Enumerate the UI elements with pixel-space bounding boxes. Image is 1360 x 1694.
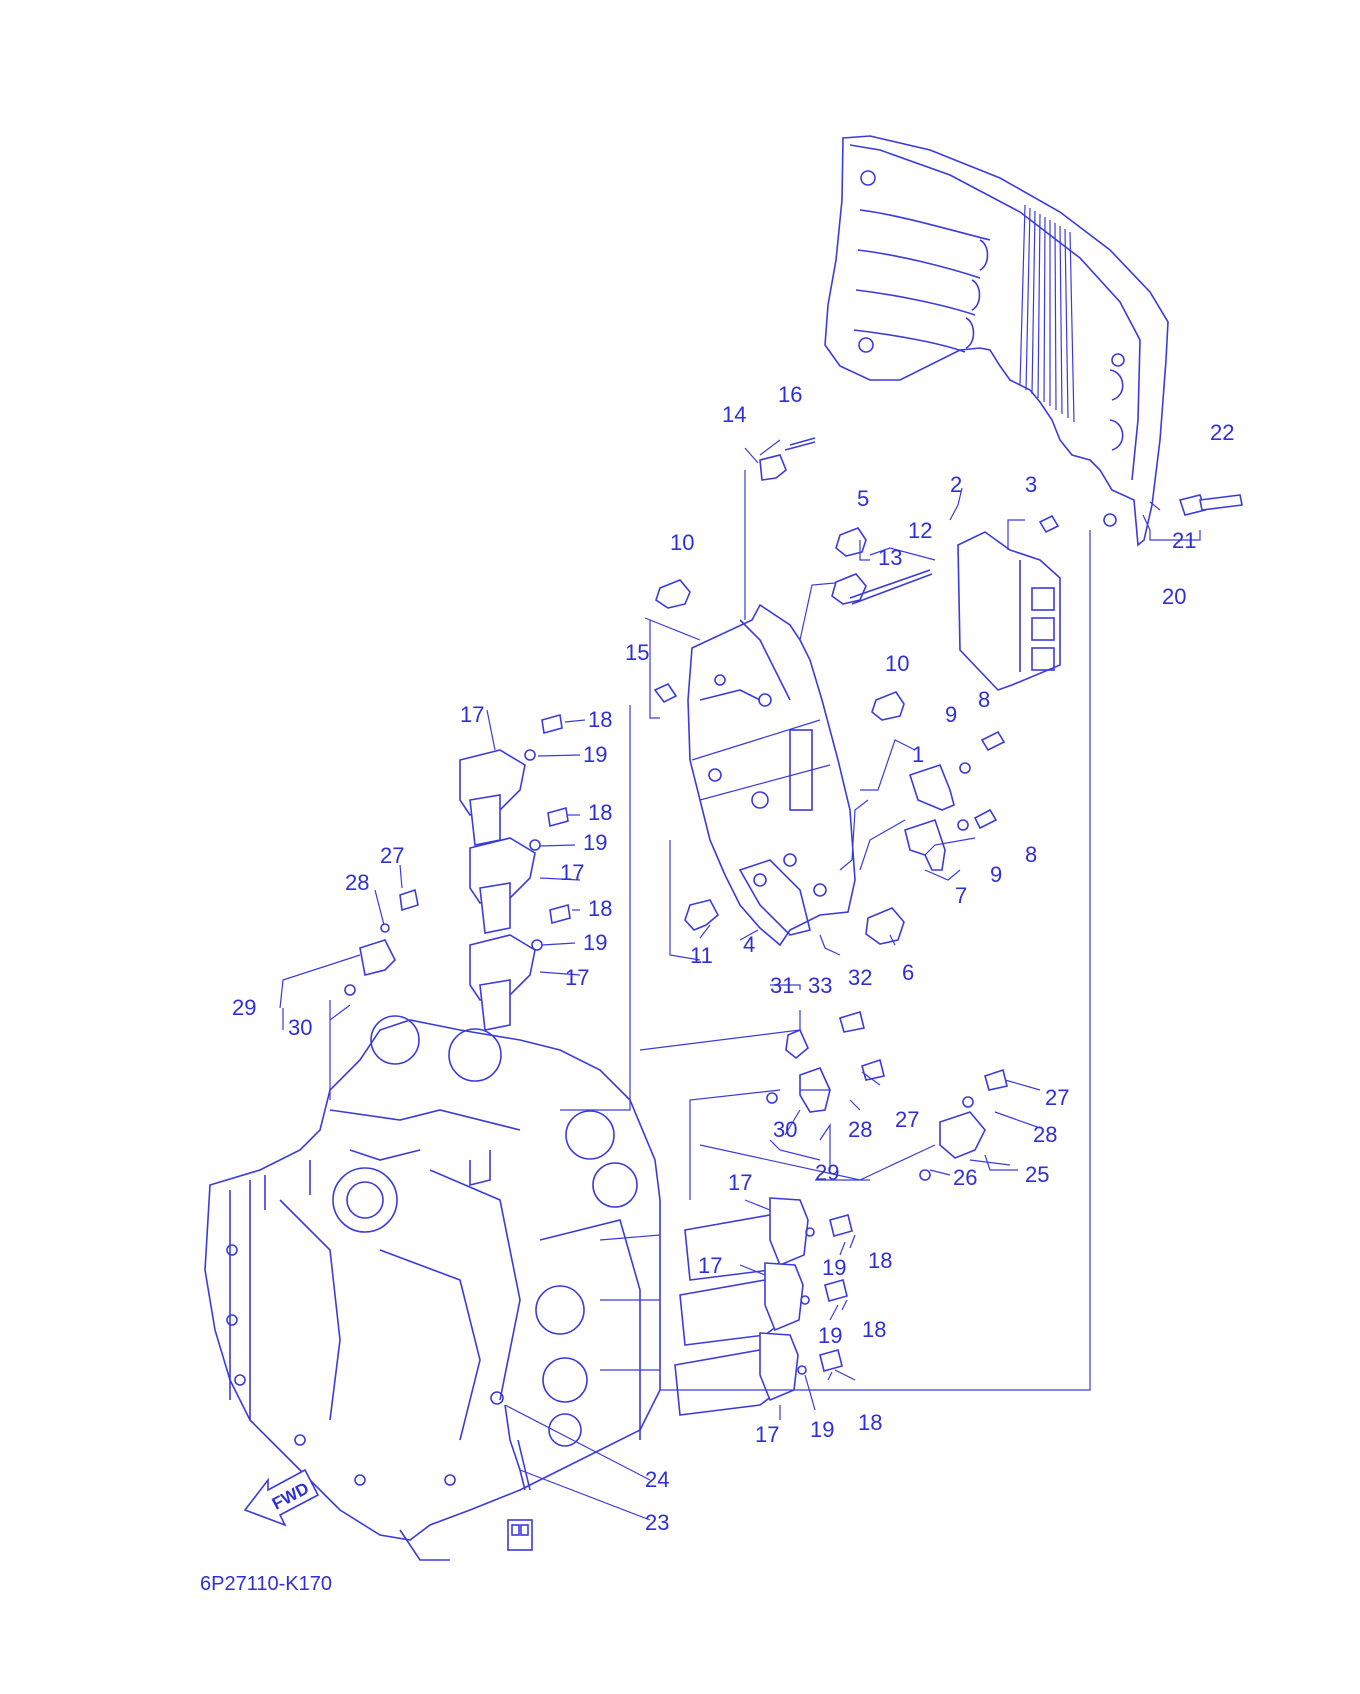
callout-17: 17 — [755, 1422, 779, 1447]
callout-18: 18 — [588, 707, 612, 732]
callout-17: 17 — [728, 1170, 752, 1195]
callout-30: 30 — [773, 1117, 797, 1142]
callout-24: 24 — [645, 1467, 669, 1492]
callout-19: 19 — [818, 1323, 842, 1348]
callout-3: 3 — [1025, 472, 1037, 497]
callout-8: 8 — [978, 687, 990, 712]
callout-27: 27 — [380, 843, 404, 868]
callout-14: 14 — [722, 402, 746, 427]
callout-16: 16 — [778, 382, 802, 407]
callout-4: 4 — [743, 932, 755, 957]
callout-18: 18 — [868, 1248, 892, 1273]
callout-23: 23 — [645, 1510, 669, 1535]
callout-13: 13 — [878, 545, 902, 570]
callout-9: 9 — [990, 862, 1002, 887]
leader-lines — [279, 439, 1201, 1521]
bolts-and-washers — [380, 494, 1243, 1375]
ignition-coils-left — [459, 749, 536, 1031]
callout-18: 18 — [588, 800, 612, 825]
callout-18: 18 — [858, 1410, 882, 1435]
callout-6: 6 — [902, 960, 914, 985]
callout-20: 20 — [1162, 584, 1186, 609]
callout-15: 15 — [625, 640, 649, 665]
callout-10: 10 — [885, 651, 909, 676]
callout-2: 2 — [950, 472, 962, 497]
callout-28: 28 — [345, 870, 369, 895]
callout-25: 25 — [1025, 1162, 1049, 1187]
callout-27: 27 — [895, 1107, 919, 1132]
callout-31: 31 — [770, 973, 794, 998]
diagram-code: 6P27110-K170 — [200, 1573, 332, 1595]
callout-19: 19 — [583, 930, 607, 955]
callout-17: 17 — [460, 702, 484, 727]
callout-21: 21 — [1172, 528, 1196, 553]
callout-labels: 1 2 3 4 5 6 7 8 8 9 9 10 10 11 12 13 14 … — [232, 382, 1234, 1535]
callout-28: 28 — [848, 1117, 872, 1142]
callout-12: 12 — [908, 518, 932, 543]
ignition-coils-right — [674, 1197, 809, 1416]
callout-18: 18 — [588, 896, 612, 921]
callout-33: 33 — [808, 973, 832, 998]
callout-29: 29 — [232, 995, 256, 1020]
callout-17: 17 — [698, 1253, 722, 1278]
callout-9: 9 — [945, 702, 957, 727]
cover-part — [824, 135, 1169, 547]
callout-32: 32 — [848, 965, 872, 990]
callout-17: 17 — [560, 860, 584, 885]
callout-19: 19 — [810, 1417, 834, 1442]
callout-22: 22 — [1210, 420, 1234, 445]
callout-10: 10 — [670, 530, 694, 555]
callout-1: 1 — [912, 742, 924, 767]
callout-11: 11 — [690, 943, 713, 968]
engine-block — [204, 1015, 661, 1561]
callout-26: 26 — [953, 1165, 977, 1190]
ecu-part — [957, 531, 1061, 691]
bracket-part — [687, 603, 856, 947]
clamp-parts — [653, 437, 933, 945]
callout-5: 5 — [857, 486, 869, 511]
bracket-small-parts — [904, 514, 1060, 871]
callout-18: 18 — [862, 1317, 886, 1342]
callout-30: 30 — [288, 1015, 312, 1040]
callout-19: 19 — [583, 830, 607, 855]
callout-17: 17 — [565, 965, 589, 990]
callout-19: 19 — [583, 742, 607, 767]
callout-19: 19 — [822, 1255, 846, 1280]
callout-28: 28 — [1033, 1122, 1057, 1147]
callout-8: 8 — [1025, 842, 1037, 867]
thermosensor-part — [490, 1391, 533, 1551]
sensor-parts — [344, 939, 986, 1181]
callout-27: 27 — [1045, 1085, 1069, 1110]
fwd-arrow: FWD — [243, 1468, 320, 1527]
callout-29: 29 — [815, 1160, 839, 1185]
callout-7: 7 — [955, 883, 967, 908]
